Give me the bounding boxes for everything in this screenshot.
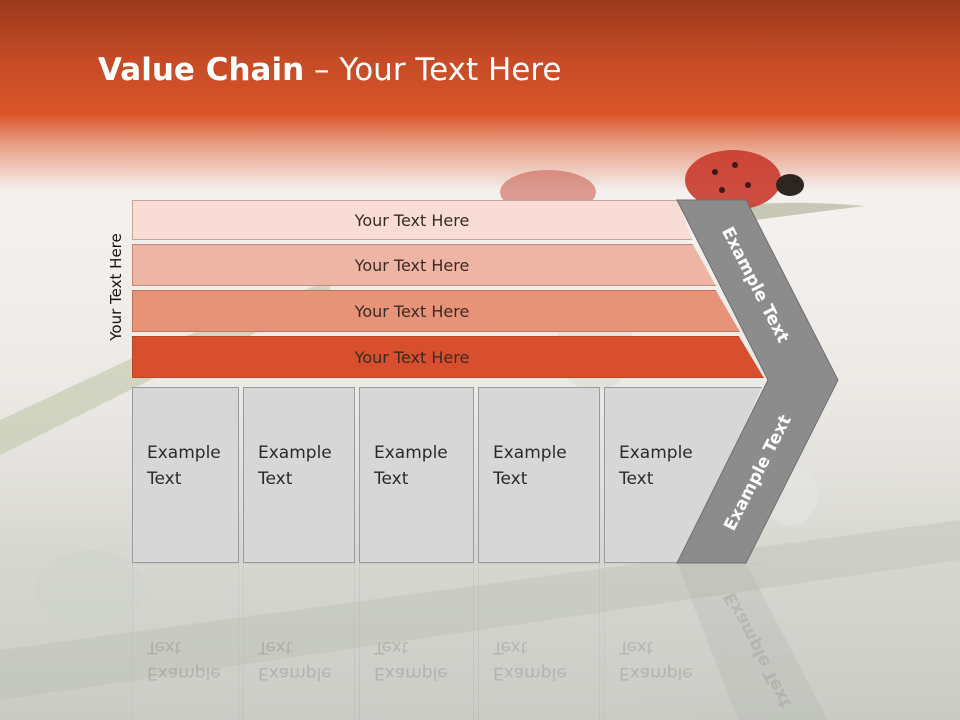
activity-box-2: Example Text <box>243 387 355 563</box>
slide-title: Value Chain – Your Text Here <box>98 52 561 88</box>
band-3: Your Text Here <box>132 290 740 332</box>
band-3-label: Your Text Here <box>354 301 470 321</box>
activity-box-2-line1: Example <box>258 443 332 463</box>
activity-box-1-line1: Example <box>147 443 221 463</box>
activity-box-5-line1: Example <box>619 443 693 463</box>
activity-box-4: Example Text <box>478 387 600 563</box>
band-4-label: Your Text Here <box>354 347 470 367</box>
activity-box-5-line2: Text <box>619 469 654 489</box>
chevron-shape <box>676 199 839 564</box>
activity-box-2-line2: Text <box>258 469 293 489</box>
chevron-reflection <box>677 563 828 720</box>
band-4: Your Text Here <box>132 336 764 378</box>
title-bold: Value Chain <box>98 52 305 88</box>
band-2-label: Your Text Here <box>354 255 470 275</box>
activity-box-4-line2: Text <box>493 469 528 489</box>
activity-box-1-line2: Text <box>147 469 182 489</box>
activity-box-1: Example Text <box>132 387 239 563</box>
title-rest: – Your Text Here <box>304 52 562 88</box>
activity-box-3-line2: Text <box>374 469 409 489</box>
activity-box-3-line1: Example <box>374 443 448 463</box>
header-bar <box>0 0 960 190</box>
activity-box-4-line1: Example <box>493 443 567 463</box>
band-1-label: Your Text Here <box>354 210 470 230</box>
activity-box-3: Example Text <box>359 387 474 563</box>
band-1: Your Text Here <box>132 200 692 240</box>
band-2: Your Text Here <box>132 244 716 286</box>
